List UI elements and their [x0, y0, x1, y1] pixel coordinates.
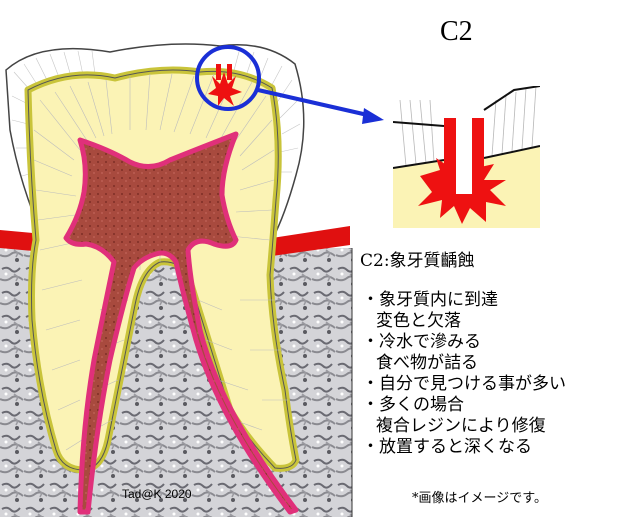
- arrow-right: [257, 88, 384, 124]
- stage-title: C2: [440, 16, 473, 47]
- symptom-item: ・放置すると深くなる: [362, 437, 532, 457]
- image-note: *画像はイメージです。: [412, 491, 547, 506]
- credit-text: Tad@K 2020: [122, 487, 192, 501]
- symptom-item: ・象牙質内に到達: [362, 290, 498, 310]
- pulp: [63, 131, 299, 515]
- symptom-item: 食べ物が詰る: [376, 353, 478, 373]
- symptom-item: ・冷水で滲みる: [362, 332, 481, 352]
- zoom-inset: [393, 86, 540, 228]
- symptom-list: ・象牙質内に到達変色と欠落・冷水で滲みる食べ物が詰る・自分で見つける事が多い・多…: [362, 290, 566, 458]
- symptom-item: ・多くの場合: [362, 395, 464, 415]
- symptom-item: 変色と欠落: [376, 311, 461, 331]
- stage-heading: C2:象牙質齲蝕: [360, 251, 475, 271]
- gum-right: [272, 226, 350, 256]
- magnifier-circle: [195, 45, 261, 111]
- symptom-item: ・自分で見つける事が多い: [362, 374, 566, 394]
- caries-lesion: [208, 64, 242, 106]
- symptom-item: 複合レジンにより修復: [376, 416, 546, 436]
